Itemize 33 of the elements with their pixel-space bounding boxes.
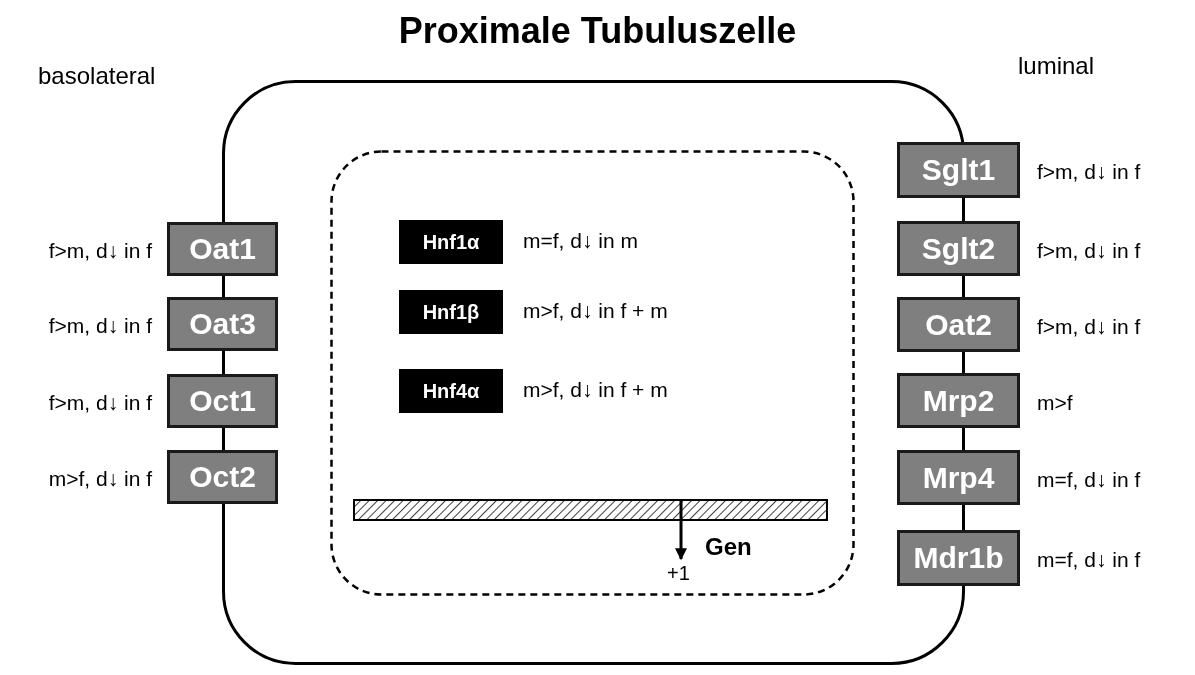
expression-note: m>f xyxy=(1037,390,1073,415)
expression-note: m>f, d↓ in f + m xyxy=(523,299,668,323)
expression-note: m=f, d↓ in m xyxy=(523,229,638,253)
title: Proximale Tubuluszelle xyxy=(397,10,798,52)
nucleus-outline xyxy=(330,150,855,596)
side-label: luminal xyxy=(1018,52,1095,80)
node-label: Mrp2 xyxy=(922,383,995,418)
node-label: Mrp4 xyxy=(922,460,995,495)
expression-note: f>m, d↓ in f xyxy=(1037,314,1141,339)
expression-note: f>m, d↓ in f xyxy=(48,391,152,415)
gene-label: Gen xyxy=(705,533,752,561)
gene-bar xyxy=(353,499,828,521)
node-label: Sglt2 xyxy=(921,231,996,266)
node-label: Oat2 xyxy=(925,307,992,342)
side-label: basolateral xyxy=(38,62,156,90)
node-label: Oct2 xyxy=(189,460,256,494)
node-label: Hnf1α xyxy=(422,230,480,254)
expression-note: f>m, d↓ in f xyxy=(1037,238,1141,263)
node-label: Oct1 xyxy=(189,384,256,418)
position-label: +1 xyxy=(667,562,690,585)
expression-note: m>f, d↓ in f + m xyxy=(523,378,668,402)
node-label: Sglt1 xyxy=(921,153,996,187)
expression-note: m=f, d↓ in f xyxy=(1037,548,1141,572)
node-label: Oat3 xyxy=(189,307,256,341)
expression-note: m=f, d↓ in f xyxy=(1037,467,1141,492)
expression-note: f>m, d↓ in f xyxy=(48,239,152,263)
node-label: Mdr1b xyxy=(913,541,1004,575)
node-label: Hnf4α xyxy=(422,379,480,403)
expression-note: m>f, d↓ in f xyxy=(48,467,152,491)
expression-note: f>m, d↓ in f xyxy=(48,314,152,338)
expression-note: f>m, d↓ in f xyxy=(1037,160,1141,184)
node-label: Oat1 xyxy=(189,232,256,266)
node-label: Hnf1β xyxy=(422,300,480,324)
